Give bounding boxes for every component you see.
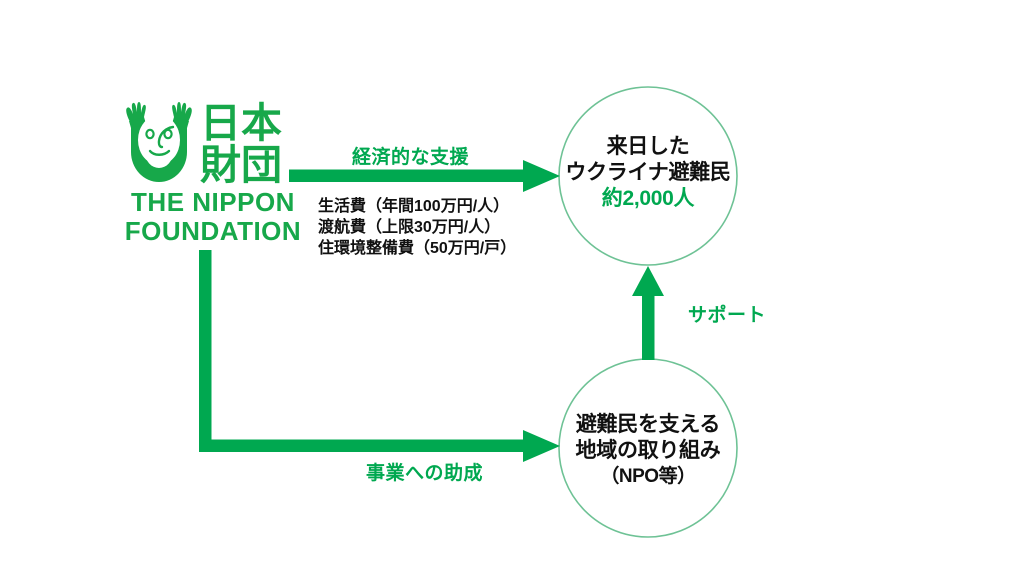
- label-economic-support: 経済的な支援: [352, 147, 470, 168]
- label-business-grant: 事業への助成: [366, 463, 484, 484]
- circle-top-line-1: 来日した: [606, 135, 690, 158]
- circle-community-efforts-label: 避難民を支える 地域の取り組み （NPO等）: [548, 412, 748, 490]
- detail-line-travel-cost: 渡航費（上限30万円/人）: [318, 219, 501, 236]
- logo-wordmark: THE NIPPON FOUNDATION: [118, 188, 308, 246]
- detail-line-housing-cost: 住環境整備費（50万円/戸）: [318, 240, 517, 257]
- nippon-foundation-logo: 日本財団 THE NIPPON FOUNDATION: [118, 100, 308, 250]
- logo-kanji-nippon-zaidan: 日本財団: [200, 102, 308, 186]
- foundation-face-icon: [126, 102, 192, 182]
- circle-top-line-3: 約2,000人: [601, 187, 695, 210]
- logo-kanji-text: 日本財団: [200, 100, 282, 188]
- arrow-economic-support: [289, 160, 560, 192]
- support-detail-list: 生活費（年間100万円/人） 渡航費（上限30万円/人） 住環境整備費（50万円…: [318, 196, 558, 259]
- detail-line-living-cost: 生活費（年間100万円/人）: [318, 198, 510, 215]
- label-support: サポート: [688, 305, 767, 326]
- circle-bottom-line-3: （NPO等）: [600, 466, 696, 487]
- wordmark-line-1: THE NIPPON: [131, 187, 295, 217]
- circle-bottom-line-1: 避難民を支える: [575, 413, 721, 436]
- circle-ukraine-evacuees-label: 来日した ウクライナ避難民 約2,000人: [548, 134, 748, 212]
- arrow-support: [632, 266, 664, 360]
- arrow-business-grant: [199, 250, 560, 462]
- circle-top-line-2: ウクライナ避難民: [565, 161, 731, 184]
- circle-bottom-line-2: 地域の取り組み: [575, 439, 721, 462]
- wordmark-line-2: FOUNDATION: [124, 216, 302, 246]
